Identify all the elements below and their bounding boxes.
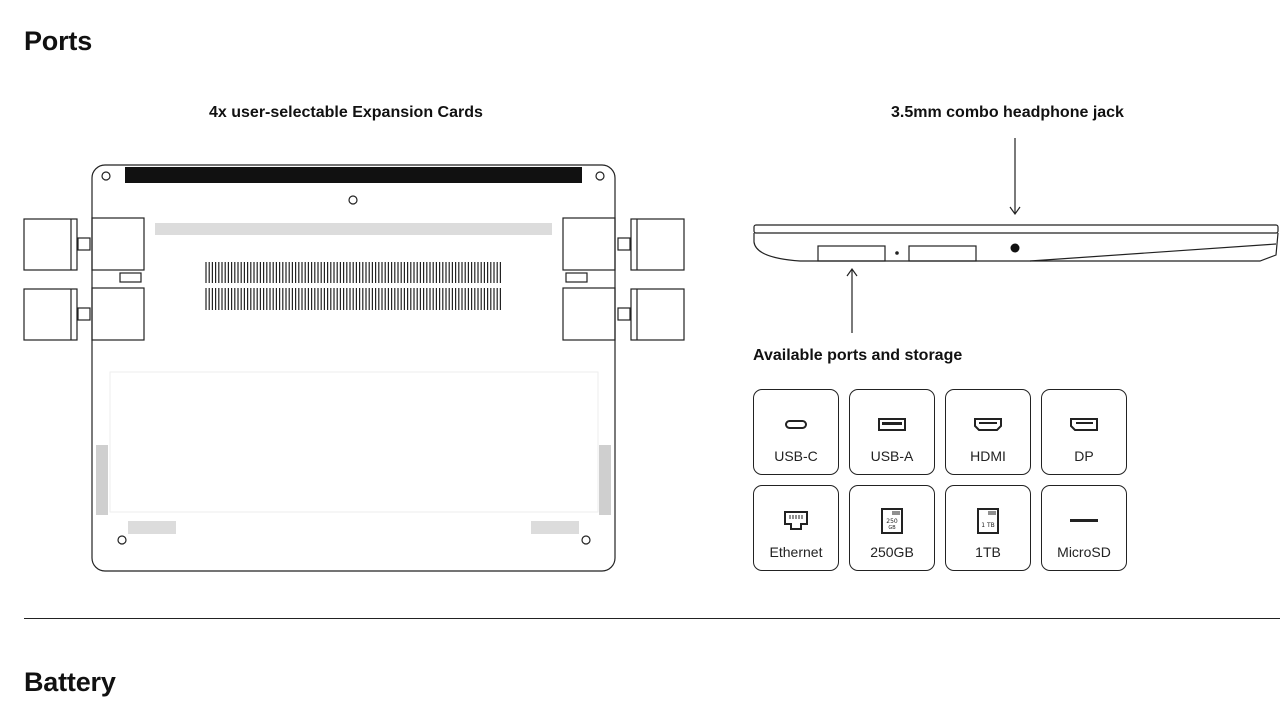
port-tile-1tb[interactable]: 1 TB 1TB <box>945 485 1031 571</box>
expansion-card <box>630 288 685 341</box>
headphone-jack-icon <box>1010 243 1020 253</box>
svg-text:1 TB: 1 TB <box>981 522 995 529</box>
port-tile-usb-a[interactable]: USB-A <box>849 389 935 475</box>
port-tile-usb-c[interactable]: USB-C <box>753 389 839 475</box>
available-ports-caption: Available ports and storage <box>753 347 963 364</box>
usb-a-icon <box>877 410 907 440</box>
laptop-base <box>753 232 1279 262</box>
expansion-slot <box>817 245 886 262</box>
expansion-bay <box>91 287 145 341</box>
expansion-bay <box>562 287 616 341</box>
bottom-panel <box>109 371 599 513</box>
intake-strip <box>155 223 552 235</box>
screw-icon <box>101 171 111 181</box>
expansion-bay <box>562 217 616 271</box>
rubber-foot <box>531 521 579 534</box>
port-label: HDMI <box>970 448 1006 464</box>
laptop-side-illustration <box>753 138 1279 333</box>
port-tile-microsd[interactable]: MicroSD <box>1041 485 1127 571</box>
battery-section-title: Battery <box>24 667 116 697</box>
headphone-jack-caption: 3.5mm combo headphone jack <box>891 104 1124 121</box>
speaker-grille <box>599 445 611 515</box>
rubber-foot <box>128 521 176 534</box>
hinge-bar <box>125 167 582 183</box>
ports-section-title: Ports <box>24 26 93 56</box>
port-tile-ethernet[interactable]: Ethernet <box>753 485 839 571</box>
expansion-slot <box>908 245 977 262</box>
hdmi-icon <box>973 410 1003 440</box>
laptop-lid <box>753 224 1279 234</box>
screw-icon <box>117 535 127 545</box>
expansion-cards-caption: 4x user-selectable Expansion Cards <box>209 104 483 121</box>
port-label: USB-C <box>774 448 818 464</box>
storage-card-1tb-icon: 1 TB <box>973 506 1003 536</box>
usb-c-icon <box>781 410 811 440</box>
ethernet-icon <box>781 506 811 536</box>
port-label: 1TB <box>975 544 1001 560</box>
section-divider <box>24 618 1280 619</box>
laptop-bottom-illustration <box>23 164 685 572</box>
laptop-chassis <box>91 164 616 572</box>
svg-text:GB: GB <box>888 525 896 531</box>
port-label: 250GB <box>870 544 914 560</box>
microsd-icon <box>1069 506 1099 536</box>
release-button <box>119 272 142 283</box>
screw-icon <box>581 535 591 545</box>
svg-text:250: 250 <box>886 518 898 525</box>
port-tile-dp[interactable]: DP <box>1041 389 1127 475</box>
displayport-icon <box>1069 410 1099 440</box>
release-button <box>565 272 588 283</box>
status-led <box>895 251 899 255</box>
expansion-card <box>23 218 78 271</box>
port-tile-hdmi[interactable]: HDMI <box>945 389 1031 475</box>
speaker-grille <box>96 445 108 515</box>
port-label: DP <box>1074 448 1094 464</box>
port-label: MicroSD <box>1057 544 1111 560</box>
screw-icon <box>595 171 605 181</box>
expansion-card <box>630 218 685 271</box>
expansion-card <box>23 288 78 341</box>
expansion-bay <box>91 217 145 271</box>
port-label: USB-A <box>870 448 914 464</box>
screw-icon <box>348 195 358 205</box>
port-label: Ethernet <box>769 544 823 560</box>
